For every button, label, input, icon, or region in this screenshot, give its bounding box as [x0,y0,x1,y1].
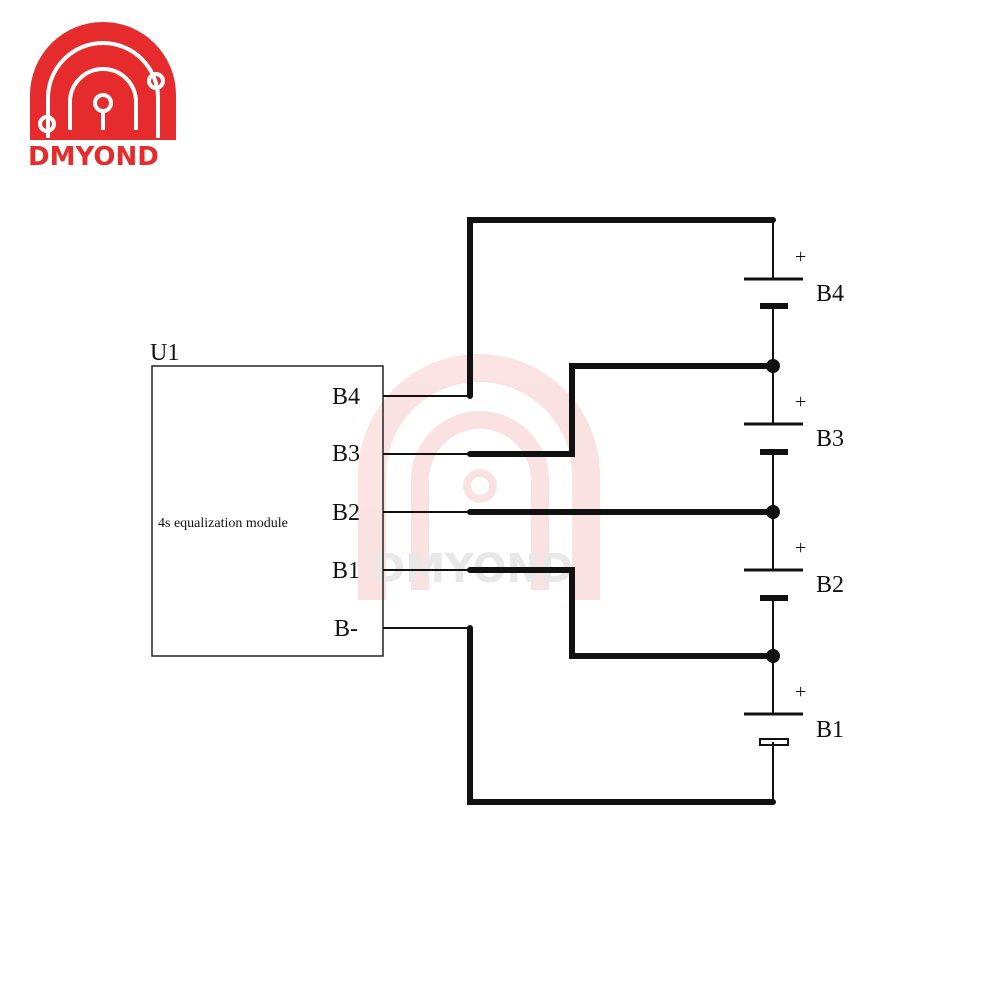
cell-b4 [744,277,803,309]
wire-bminus [467,625,776,805]
cell-b2 [744,568,803,601]
cell-label-b4: B4 [816,281,844,307]
cell-b1-negative-plate [759,738,789,746]
junction-dot-b1 [766,649,780,663]
cell-b1 [744,712,803,746]
module-label: 4s equalization module [158,516,288,531]
pin-label-b2: B2 [332,500,360,526]
pin-label-b3: B3 [332,441,360,467]
cell-label-b1: B1 [816,717,844,743]
junction-dot-b2 [766,505,780,519]
wire-b4 [467,217,776,399]
pin-label-bminus: B- [334,616,358,642]
module-ref: U1 [150,340,179,366]
brand-logo [20,20,190,180]
wire-b3 [467,363,776,457]
cell-label-b3: B3 [816,426,844,452]
cell-label-b2: B2 [816,572,844,598]
brand-logo-icon [30,22,176,140]
cell-b1-plus: + [795,681,806,703]
pin-label-b1: B1 [332,558,360,584]
wire-b1 [467,567,776,659]
cell-b3 [744,422,803,455]
cell-b4-plus: + [795,246,806,268]
pin-label-b4: B4 [332,384,360,410]
watermark: DMYOND [358,354,600,600]
brand-name: DMYOND [28,142,159,172]
junction-dot-b3 [766,359,780,373]
cell-b3-plus: + [795,391,806,413]
cell-b2-plus: + [795,537,806,559]
